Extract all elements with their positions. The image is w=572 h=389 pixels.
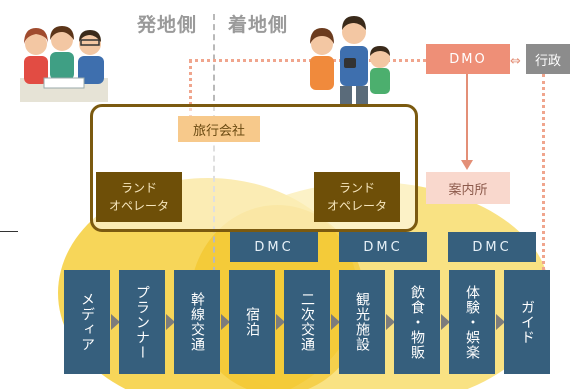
land-operator-right-box: ランド オペレータ xyxy=(314,172,400,222)
travel-company-box: 旅行会社 xyxy=(178,116,260,142)
chain-step-experience-entertainment: 体験・娯楽 xyxy=(449,270,495,374)
info-center-box: 案内所 xyxy=(426,172,510,204)
arrow-down-icon xyxy=(461,160,473,170)
dmc-box-3: DMC xyxy=(448,232,536,262)
chain-step-tourist-facilities: 観光施設 xyxy=(339,270,385,374)
chain-step-food-retail: 飲食・物販 xyxy=(394,270,440,374)
dotted-path-top xyxy=(189,59,426,62)
dmo-arrow-line xyxy=(466,74,468,162)
chain-arrow-icon xyxy=(386,314,395,330)
government-box: 行政 xyxy=(526,44,570,74)
land-operator-left-box: ランド オペレータ xyxy=(96,172,182,222)
crop-mark-line xyxy=(0,231,18,232)
traveler-family-icon xyxy=(300,14,400,106)
chain-step-guide: ガイド xyxy=(504,270,550,374)
chain-step-media: メディア xyxy=(64,270,110,374)
planning-group-icon xyxy=(18,22,110,102)
dmc-box-1: DMC xyxy=(230,232,318,262)
chain-step-secondary-transport: 二次交通 xyxy=(284,270,330,374)
dmo-box: DMO xyxy=(426,44,510,74)
chain-arrow-icon xyxy=(221,314,230,330)
chain-step-trunk-transport: 幹線交通 xyxy=(174,270,220,374)
chain-arrow-icon xyxy=(276,314,285,330)
chain-arrow-icon xyxy=(331,314,340,330)
dotted-path-left xyxy=(189,59,192,119)
chain-arrow-icon xyxy=(496,314,505,330)
chain-step-accommodation: 宿泊 xyxy=(229,270,275,374)
origin-side-label: 発地側 xyxy=(137,14,198,36)
chain-arrow-icon xyxy=(441,314,450,330)
dotted-path-right xyxy=(542,74,545,342)
chain-arrow-icon xyxy=(166,314,175,330)
destination-side-label: 着地側 xyxy=(228,14,289,36)
chain-step-planner: プランナー xyxy=(119,270,165,374)
dmc-box-2: DMC xyxy=(339,232,427,262)
chain-arrow-icon xyxy=(111,314,120,330)
double-arrow-icon: ⇔ xyxy=(510,54,521,69)
